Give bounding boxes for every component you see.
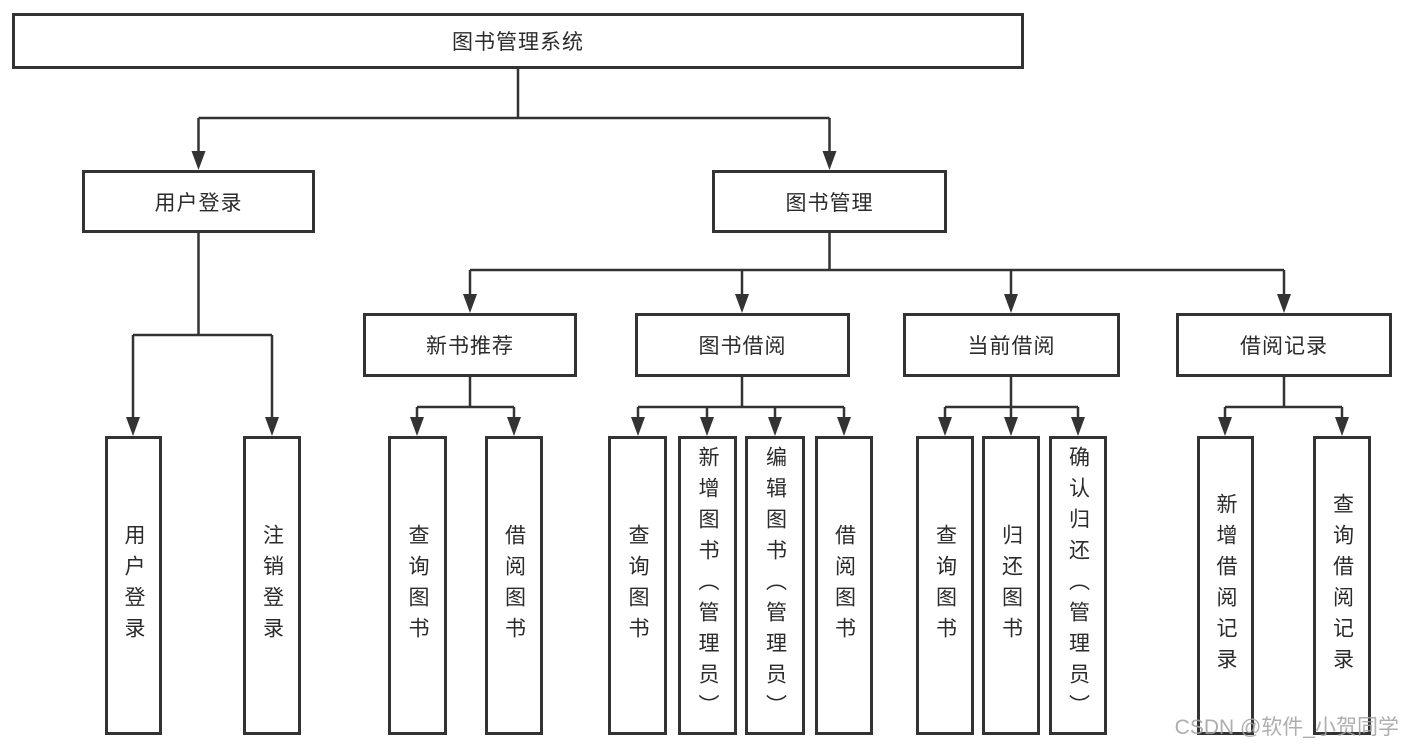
node-root: 图书管理系统	[12, 13, 1024, 69]
edge-new-book-recommend-children	[415, 377, 516, 419]
leaf-edit-book-admin: 编辑图书（管理员）	[745, 436, 805, 735]
leaf-search-book-current: 查询图书	[916, 436, 974, 735]
leaf-borrow-book: 借阅图书	[815, 436, 873, 735]
node-book-borrow: 图书借阅	[635, 313, 850, 377]
node-borrow-record: 借阅记录	[1176, 313, 1392, 377]
leaf-search-borrow-record: 查询借阅记录	[1313, 436, 1371, 735]
leaf-return-book: 归还图书	[982, 436, 1040, 735]
node-book-borrow-label: 图书借阅	[698, 335, 787, 358]
node-book-management-label: 图书管理	[785, 191, 874, 215]
node-user-login-label: 用户登录	[154, 191, 243, 215]
leaf-user-login: 用户登录	[105, 436, 162, 735]
arrowheads	[126, 151, 1349, 436]
leaf-logout: 注销登录	[243, 436, 301, 735]
leaf-search-book-recommend: 查询图书	[388, 436, 447, 735]
node-current-borrow: 当前借阅	[903, 313, 1120, 377]
node-new-book-recommend: 新书推荐	[363, 313, 577, 377]
edge-borrow-record-children	[1223, 377, 1344, 419]
leaf-add-book-admin: 新增图书（管理员）	[678, 436, 737, 735]
node-user-login: 用户登录	[82, 170, 315, 233]
node-borrow-record-label: 借阅记录	[1240, 335, 1328, 358]
node-new-book-recommend-label: 新书推荐	[426, 335, 514, 358]
edge-root-to-level2	[197, 69, 831, 153]
edge-current-borrow-children	[943, 377, 1080, 419]
node-book-management: 图书管理	[712, 170, 947, 233]
csdn-watermark: CSDN @软件_小贺同学	[1174, 716, 1399, 739]
edge-book-management-children	[468, 233, 1286, 296]
leaf-add-borrow-record: 新增借阅记录	[1197, 436, 1254, 735]
node-current-borrow-label: 当前借阅	[967, 335, 1056, 358]
leaf-borrow-book-recommend: 借阅图书	[485, 436, 543, 735]
leaf-search-book-borrow: 查询图书	[608, 436, 667, 735]
leaf-confirm-return-admin: 确认归还（管理员）	[1049, 436, 1107, 735]
edge-book-borrow-children	[636, 377, 846, 419]
edge-user-login-children	[131, 233, 274, 419]
node-root-label: 图书管理系统	[452, 31, 584, 54]
